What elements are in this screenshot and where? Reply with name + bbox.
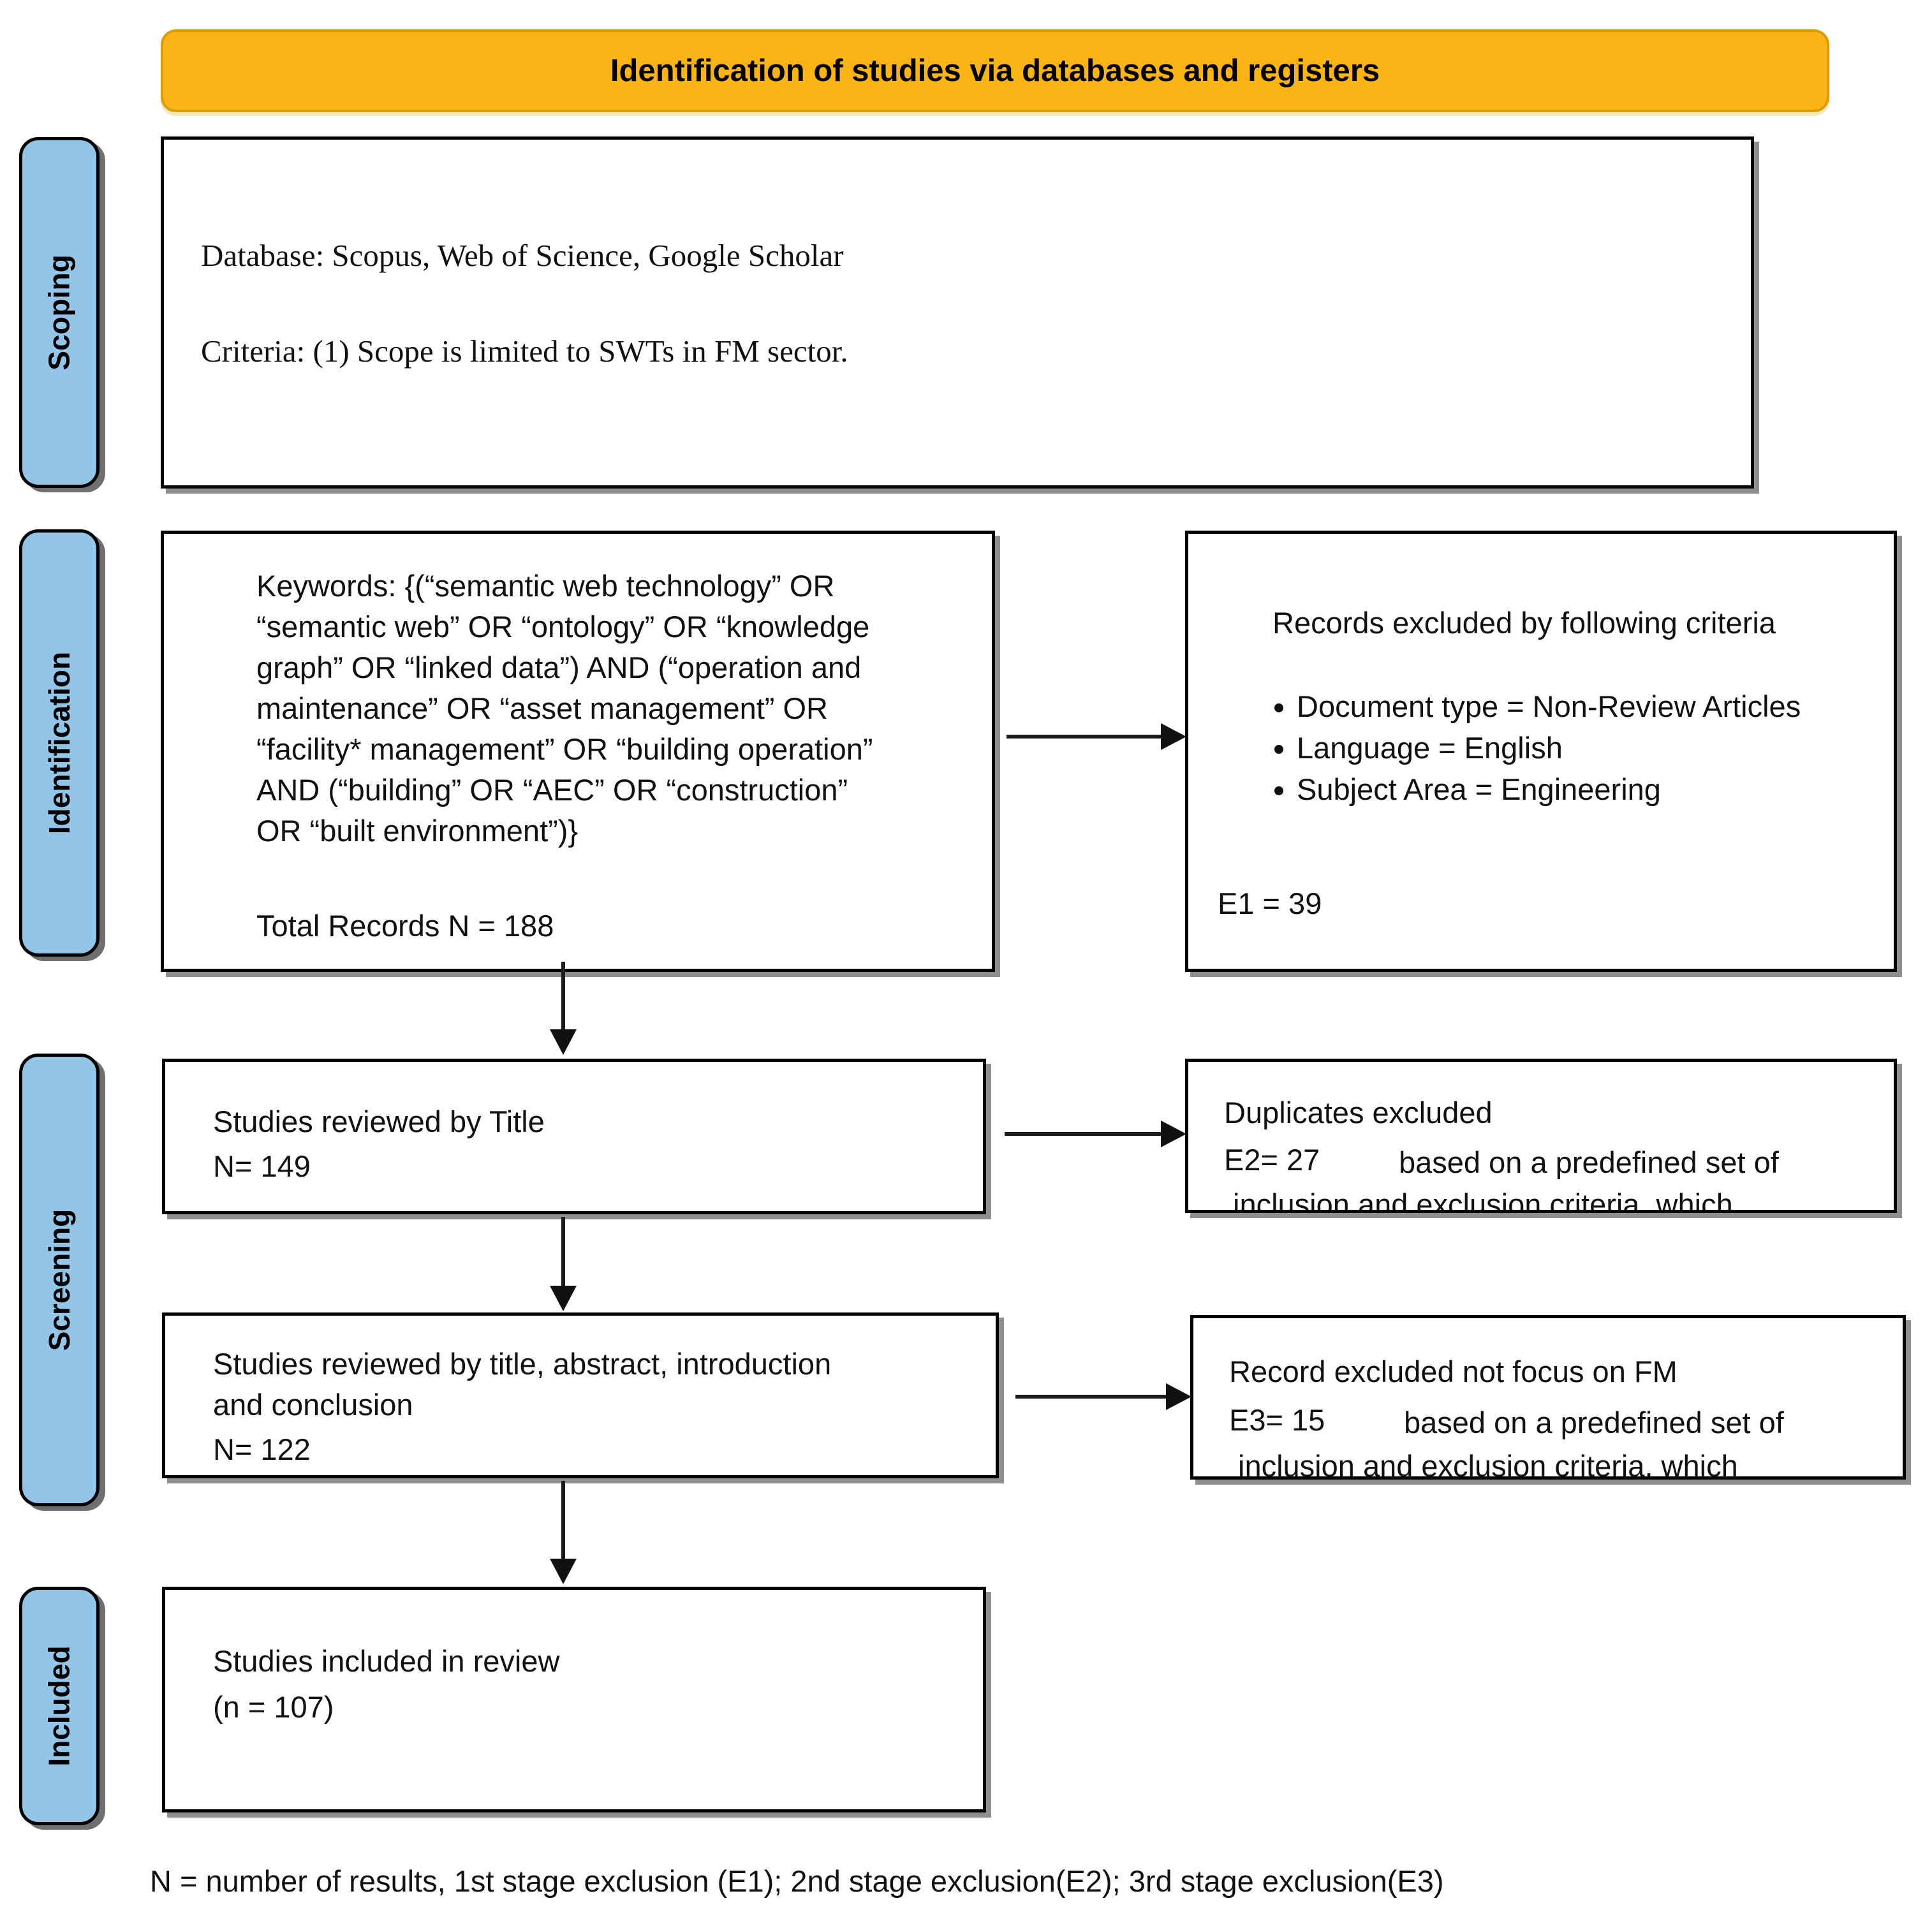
- keywords-query-text: Keywords: {(“semantic web technology” OR…: [256, 569, 873, 848]
- exclusion-criterion-document-type: Document type = Non-Review Articles: [1297, 686, 1801, 727]
- included-in-review-box: Studies included in review (n = 107): [162, 1587, 986, 1812]
- arrow-head-down-icon: [550, 1029, 577, 1055]
- e3-ghost-text-2: inclusion and exclusion criteria, which: [1238, 1449, 1738, 1480]
- e2-ghost-text-2: inclusion and exclusion criteria, which: [1233, 1187, 1733, 1213]
- arrow-shaft: [561, 1217, 565, 1288]
- scoping-database-line: Database: Scopus, Web of Science, Google…: [201, 238, 844, 273]
- arrow-shaft: [1007, 735, 1163, 739]
- e2-count: E2= 27: [1224, 1143, 1320, 1177]
- e3-ghost-text-1: based on a predefined set of: [1404, 1406, 1784, 1439]
- arrow-head-down-icon: [550, 1559, 577, 1584]
- not-focus-fm-excluded-box: Record excluded not focus on FM E3= 15 b…: [1190, 1315, 1906, 1480]
- duplicates-excluded-text: Duplicates excluded: [1224, 1096, 1493, 1129]
- arrow-shaft: [561, 1481, 565, 1561]
- records-excluded-title: Records excluded by following criteria: [1272, 606, 1776, 640]
- arrow-head-right-icon: [1161, 1121, 1186, 1147]
- e3-count: E3= 15: [1229, 1403, 1325, 1437]
- records-excluded-box: Records excluded by following criteria D…: [1185, 531, 1897, 972]
- included-in-review-text: Studies included in review: [213, 1644, 560, 1678]
- e2-ghost-text-1: based on a predefined set of: [1399, 1145, 1779, 1179]
- reviewed-by-abstract-count: N= 122: [213, 1432, 311, 1466]
- phase-label-identification-text: Identification: [43, 651, 77, 835]
- arrow-head-right-icon: [1161, 723, 1186, 750]
- reviewed-by-abstract-text: Studies reviewed by title, abstract, int…: [213, 1347, 832, 1422]
- scoping-criteria-line: Criteria: (1) Scope is limited to SWTs i…: [201, 334, 848, 369]
- reviewed-by-title-box: Studies reviewed by Title N= 149: [162, 1059, 986, 1214]
- arrow-head-down-icon: [550, 1286, 577, 1311]
- exclusion-criteria-list: Document type = Non-Review Articles Lang…: [1252, 686, 1801, 810]
- duplicates-excluded-box: Duplicates excluded E2= 27 based on a pr…: [1185, 1059, 1897, 1213]
- reviewed-by-title-text: Studies reviewed by Title: [213, 1105, 545, 1138]
- exclusion-criterion-language: Language = English: [1297, 727, 1801, 768]
- keywords-box: Keywords: {(“semantic web technology” OR…: [161, 531, 995, 972]
- phase-label-scoping: Scoping: [19, 137, 100, 488]
- phase-label-included: Included: [19, 1587, 100, 1825]
- arrow-head-right-icon: [1166, 1383, 1191, 1410]
- arrow-shaft: [1005, 1132, 1163, 1136]
- banner-title: Identification of studies via databases …: [610, 54, 1380, 88]
- included-in-review-count: (n = 107): [213, 1690, 334, 1724]
- arrow-shaft: [1015, 1395, 1169, 1399]
- phase-label-screening-text: Screening: [43, 1209, 77, 1351]
- arrow-shaft: [561, 962, 565, 1032]
- footnote-legend: N = number of results, 1st stage exclusi…: [150, 1864, 1444, 1898]
- reviewed-by-abstract-box: Studies reviewed by title, abstract, int…: [162, 1312, 999, 1478]
- not-focus-fm-text: Record excluded not focus on FM: [1229, 1355, 1678, 1388]
- total-records-text: Total Records N = 188: [256, 909, 554, 943]
- phase-label-scoping-text: Scoping: [43, 254, 77, 371]
- banner-identification-of-studies: Identification of studies via databases …: [161, 29, 1829, 112]
- phase-label-included-text: Included: [43, 1645, 76, 1767]
- phase-label-identification: Identification: [19, 529, 100, 957]
- reviewed-by-title-count: N= 149: [213, 1149, 311, 1183]
- scoping-box: Database: Scopus, Web of Science, Google…: [161, 136, 1754, 489]
- exclusion-criterion-subject-area: Subject Area = Engineering: [1297, 768, 1801, 810]
- phase-label-screening: Screening: [19, 1054, 100, 1506]
- e1-count: E1 = 39: [1218, 886, 1322, 920]
